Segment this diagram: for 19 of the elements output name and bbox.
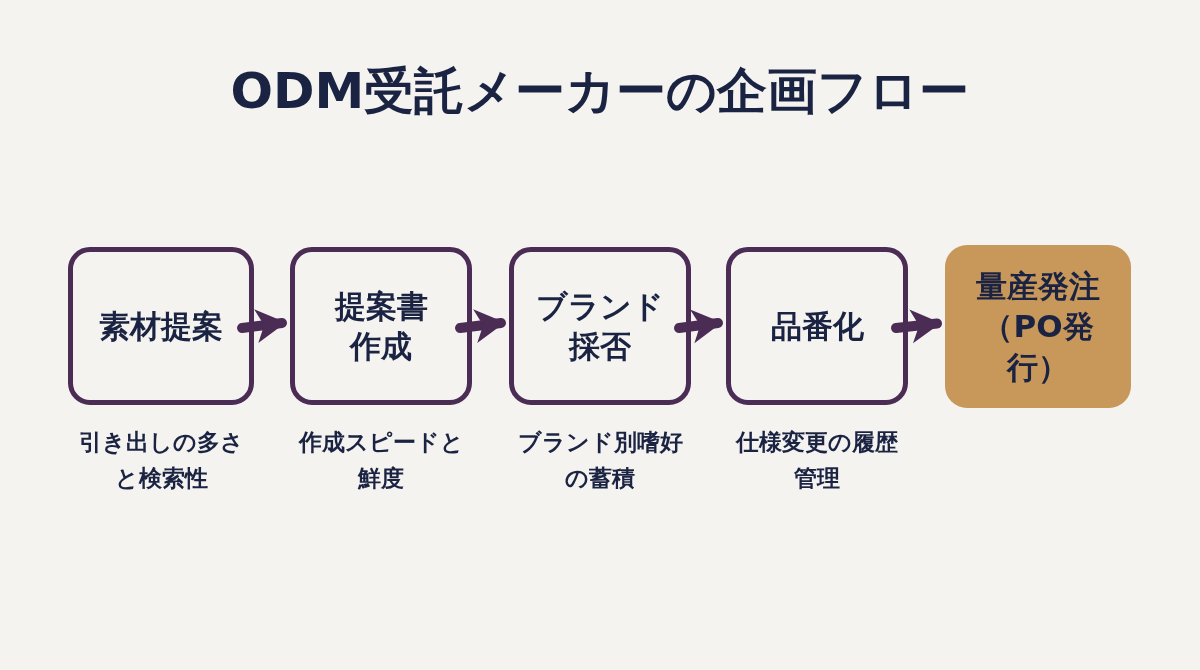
step-note: 作成スピードと鮮度 [297, 428, 465, 493]
arrow [455, 309, 506, 343]
process-box [68, 247, 254, 405]
step-label: ブランド採否 [535, 286, 665, 366]
title: ODM受託メーカーの企画フロー [229, 61, 971, 122]
step-note: ブランド別嗜好の蓄積 [516, 428, 684, 493]
step-note: 引き出しの多さと検索性 [77, 428, 245, 493]
process-box [726, 247, 908, 405]
process-box [945, 245, 1131, 408]
arrow [674, 309, 723, 344]
arrow [891, 309, 942, 344]
process-box [509, 247, 691, 405]
step-note: 仕様変更の履歴管理 [734, 428, 899, 493]
step-label: 品番化 [770, 306, 864, 346]
step-label: 素材提案 [99, 306, 223, 346]
step-label: 提案書作成 [333, 286, 429, 366]
step-label: 量産発注（PO発行） [975, 267, 1101, 387]
process-box [290, 247, 472, 405]
arrow [237, 309, 287, 344]
